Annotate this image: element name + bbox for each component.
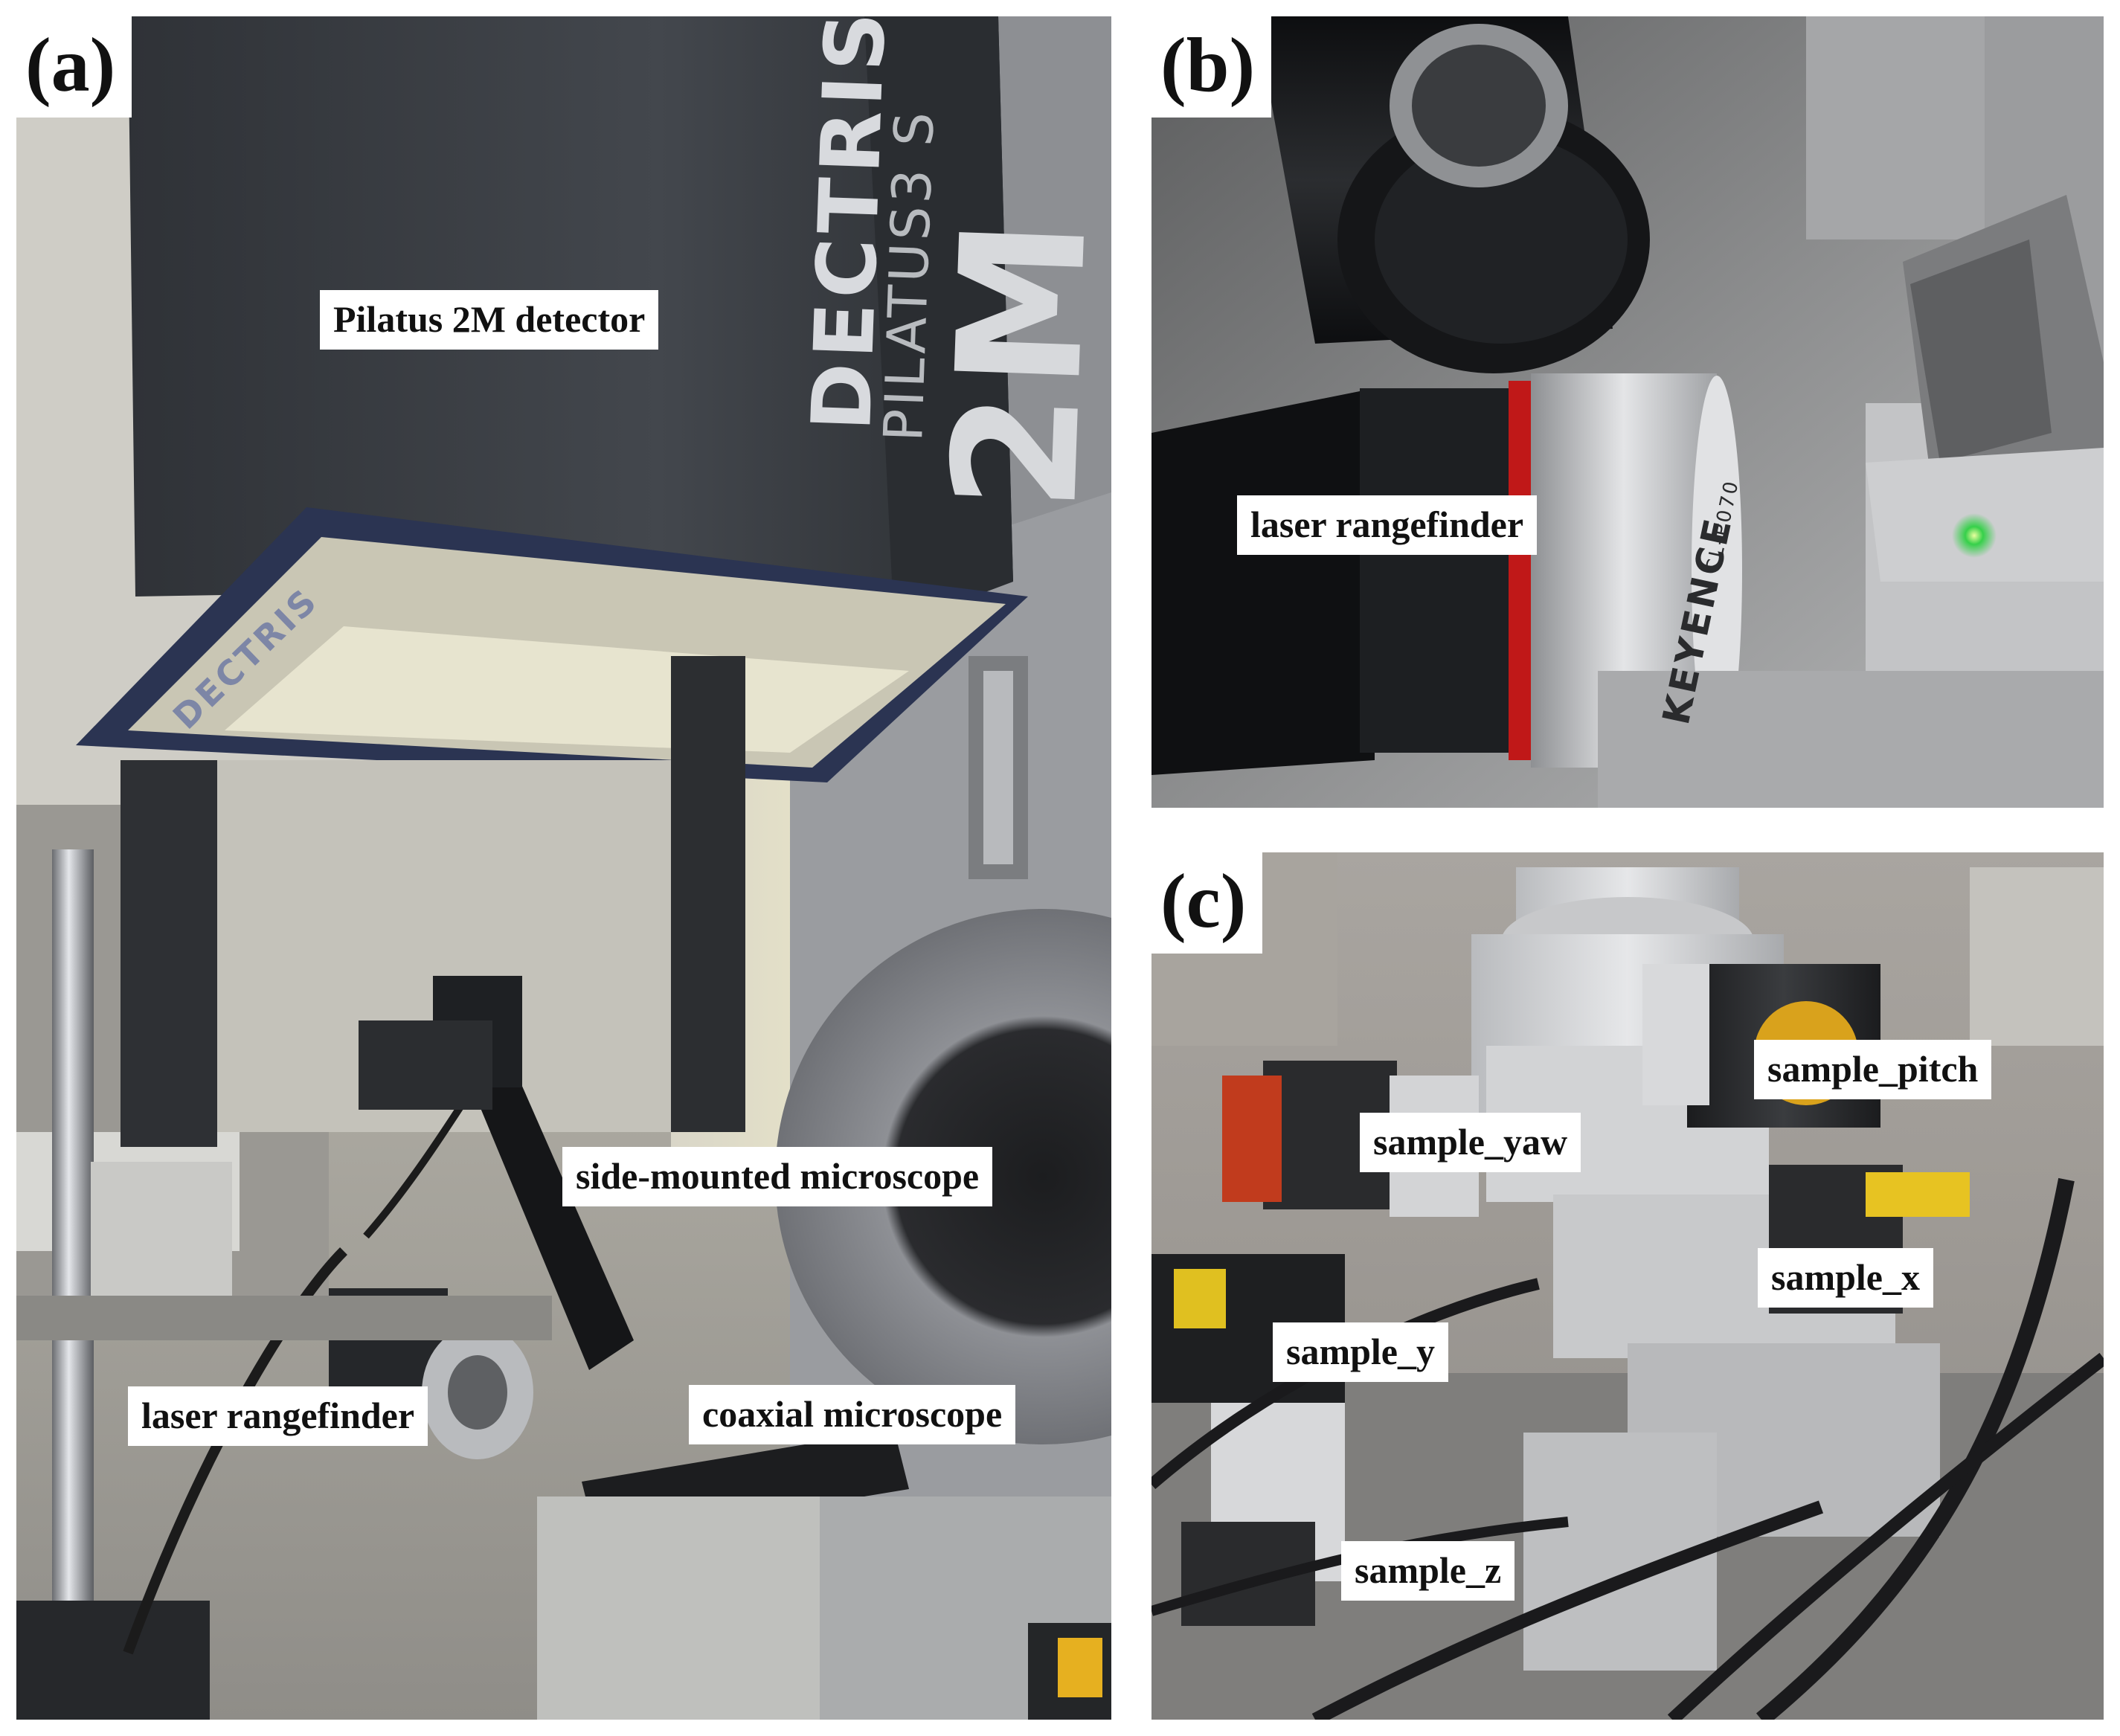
panel-a-photo: DECTRIS PILATUS3 S 2M DECTRIS (a) Pilatu… [16, 16, 1111, 1720]
panel-b-letter: (b) [1151, 16, 1272, 118]
panel-b-photo: KEYENCE CL-P070 (b) laser rangefinder [1151, 16, 2104, 808]
label-laser-rangefinder-b: laser rangefinder [1237, 495, 1538, 555]
label-laser-rangefinder-a: laser rangefinder [128, 1386, 428, 1446]
panel-c-letter: (c) [1151, 852, 1263, 954]
label-sample-yaw: sample_yaw [1360, 1113, 1581, 1172]
panel-c-photo: (c) sample_pitch sample_yaw sample_x sam… [1151, 852, 2104, 1720]
panel-a-letter: (a) [16, 16, 132, 118]
label-sample-x: sample_x [1758, 1248, 1933, 1308]
label-sample-z: sample_z [1341, 1541, 1515, 1601]
panel-c-scene [1151, 852, 2104, 1720]
label-sample-y: sample_y [1273, 1322, 1448, 1382]
detector-size-text: 2M [916, 212, 1111, 515]
label-sample-pitch: sample_pitch [1754, 1040, 1992, 1099]
label-coaxial-microscope: coaxial microscope [689, 1385, 1016, 1444]
label-pilatus-detector: Pilatus 2M detector [320, 290, 659, 350]
label-side-mounted-microscope: side-mounted microscope [562, 1147, 993, 1206]
panel-b-scene [1151, 16, 2104, 808]
